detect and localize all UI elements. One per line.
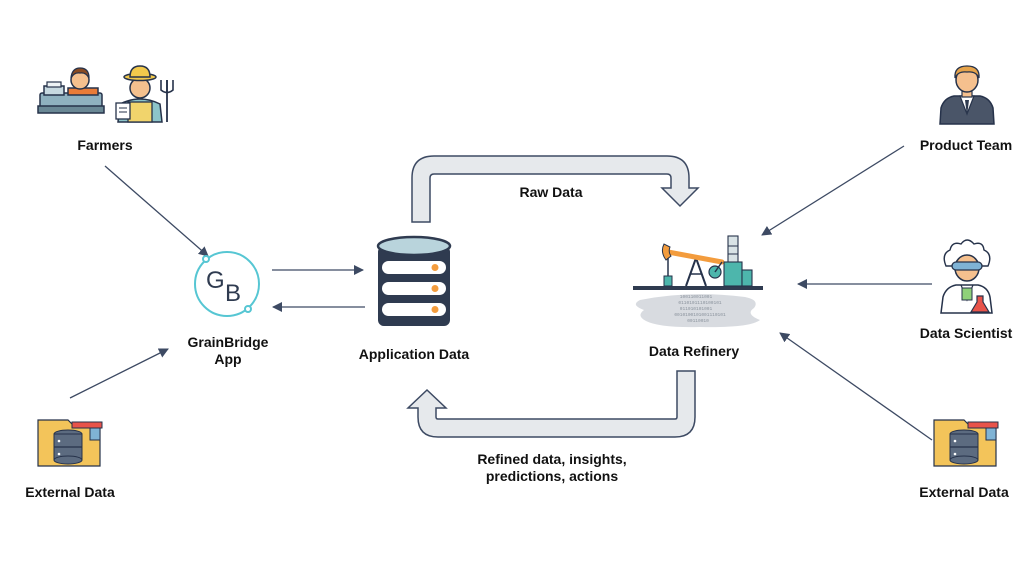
- binary-line: 011010101001: [680, 306, 713, 312]
- raw-data-flow-arrow: [411, 155, 700, 223]
- farmers-label: Farmers: [77, 137, 133, 153]
- product-team-to-refinery-arrow: [761, 145, 905, 236]
- logo-letter-b: B: [225, 280, 241, 307]
- database-icon: [376, 235, 452, 326]
- farmers-to-app-arrow: [104, 165, 209, 257]
- binary-line: 00110010: [687, 318, 709, 324]
- external-right-to-refinery-arrow: [779, 332, 933, 441]
- external-data-right-icon: [933, 419, 999, 467]
- external-data-left-icon: [37, 419, 103, 467]
- data-refinery-label: Data Refinery: [648, 343, 740, 359]
- farmers-icon: [37, 65, 174, 123]
- product-team-icon: [939, 65, 995, 125]
- external-data-left-label: External Data: [25, 484, 115, 500]
- grainbridge-logo: G B: [194, 251, 260, 317]
- refined-data-label: Refined data, insights, predictions, act…: [477, 451, 627, 484]
- data-scientist-label: Data Scientist: [919, 325, 1013, 341]
- external-data-right-label: External Data: [919, 484, 1009, 500]
- binary-line: 0110101110100101: [678, 300, 722, 306]
- data-refinery-icon: 100110011001 0110101110100101 0110101010…: [633, 235, 763, 328]
- binary-line: 100110011001: [680, 294, 713, 300]
- product-team-label: Product Team: [919, 137, 1013, 153]
- application-data-label: Application Data: [358, 346, 470, 362]
- binary-data-lines: 100110011001 0110101110100101 0110101010…: [674, 294, 726, 324]
- refined-data-flow-arrow: [406, 370, 696, 438]
- grainbridge-app-label: GrainBridge App: [187, 334, 269, 367]
- raw-data-label: Raw Data: [519, 184, 583, 200]
- binary-line: 0010100101001110101: [674, 312, 726, 318]
- external-left-to-app-arrow: [69, 348, 169, 399]
- logo-letter-g: G: [206, 267, 225, 294]
- data-scientist-icon: [940, 239, 993, 314]
